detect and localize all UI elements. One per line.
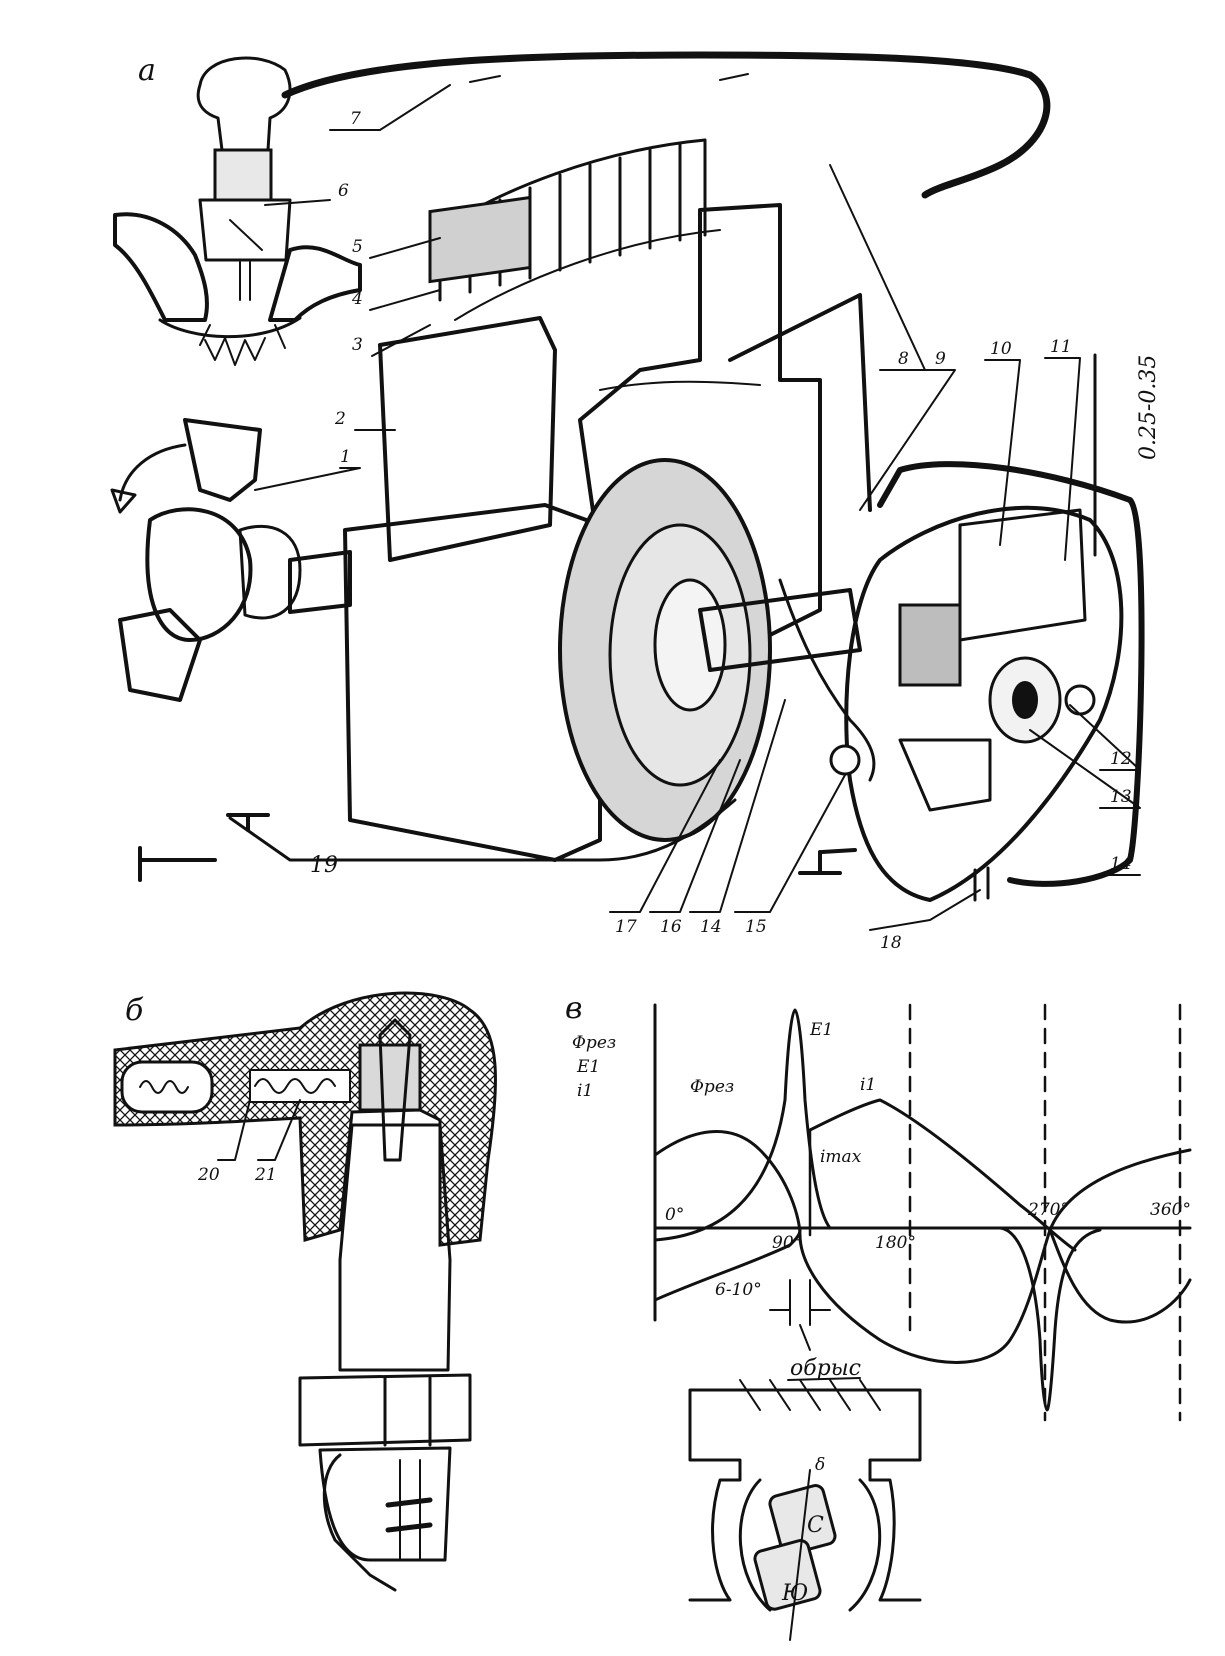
low-tension-wire bbox=[728, 293, 872, 512]
curve-e-label: E1 bbox=[809, 1020, 833, 1040]
callout-2: 2 bbox=[334, 409, 346, 429]
callout-leaders bbox=[254, 84, 1141, 931]
y-label-e: E1 bbox=[576, 1057, 600, 1077]
spring-coils bbox=[254, 1078, 336, 1094]
drive-coupling bbox=[110, 418, 262, 702]
flywheel bbox=[558, 458, 772, 842]
callout-16: 16 bbox=[660, 917, 682, 937]
rotor-sketch bbox=[688, 1379, 922, 1641]
curve-e-negative-spike bbox=[998, 1226, 1102, 1412]
callout-20: 20 bbox=[197, 1165, 220, 1185]
callout-13: 13 bbox=[1110, 787, 1132, 807]
callout-1: 1 bbox=[340, 447, 351, 467]
gap-dimension-label: 0.25-0.35 bbox=[1136, 355, 1161, 460]
angle-270: 270° bbox=[1027, 1200, 1069, 1220]
panel-v-letter: в bbox=[565, 991, 582, 1026]
panel-b-letter: б bbox=[125, 993, 144, 1028]
advance-label: 6-10° bbox=[715, 1280, 762, 1300]
wire-arrows bbox=[469, 73, 749, 83]
curve-phi-tail bbox=[653, 1228, 802, 1302]
callout-9: 9 bbox=[935, 349, 946, 369]
callout-21-leader bbox=[257, 1099, 301, 1161]
advance-marker bbox=[769, 1279, 831, 1326]
callout-11: 11 bbox=[1050, 337, 1072, 357]
angle-360: 360° bbox=[1150, 1200, 1191, 1220]
panel-a: а bbox=[110, 51, 1161, 953]
callout-14-right: 14 bbox=[1110, 854, 1132, 874]
angle-180: 180° bbox=[875, 1233, 916, 1253]
callout-3: 3 bbox=[352, 335, 363, 355]
curve-i-label: i1 bbox=[860, 1075, 876, 1095]
callout-15: 15 bbox=[745, 917, 767, 937]
callout-18: 18 bbox=[880, 933, 902, 953]
panel-v: в Φрез E1 i1 Φрез E1 i1 imax 0° 90° 180°… bbox=[565, 991, 1192, 1641]
imax-label: imax bbox=[820, 1147, 862, 1167]
terminal-nut bbox=[358, 1043, 422, 1112]
break-label: обрыс bbox=[790, 1356, 861, 1381]
ground-symbols bbox=[138, 798, 857, 882]
curve-phi-right bbox=[1048, 1228, 1192, 1324]
curve-phi bbox=[653, 1130, 1192, 1364]
break-leader bbox=[799, 1324, 811, 1351]
angle-90: 90° bbox=[772, 1233, 802, 1253]
callout-4: 4 bbox=[351, 289, 363, 309]
curve-i bbox=[808, 1098, 1077, 1252]
cable-wire-strands bbox=[139, 1080, 189, 1094]
ground-wire bbox=[778, 578, 876, 782]
callout-17: 17 bbox=[615, 917, 637, 937]
high-voltage-wire bbox=[281, 51, 1051, 199]
angle-0: 0° bbox=[665, 1205, 684, 1225]
callout-12: 12 bbox=[1110, 749, 1132, 769]
panel-a-letter: а bbox=[138, 53, 156, 88]
panel-b: б 20 21 bbox=[113, 991, 497, 1592]
spark-plug-section bbox=[298, 1123, 472, 1592]
callout-8: 8 bbox=[898, 349, 909, 369]
callout-19: 19 bbox=[310, 853, 338, 878]
spark-plug-cap-top bbox=[113, 56, 362, 366]
core-block bbox=[343, 195, 822, 862]
callout-21: 21 bbox=[254, 1165, 277, 1185]
spring-contact bbox=[249, 1069, 351, 1103]
curve-phi-label: Φрез bbox=[690, 1077, 734, 1097]
callout-6: 6 bbox=[338, 181, 349, 201]
y-label-phi: Φрез bbox=[572, 1033, 616, 1053]
callout-14-bottom: 14 bbox=[700, 917, 722, 937]
cable-core bbox=[120, 1060, 214, 1114]
y-label-i: i1 bbox=[577, 1081, 593, 1101]
breaker-assembly bbox=[829, 505, 1124, 902]
callout-5: 5 bbox=[352, 237, 363, 257]
shaft bbox=[238, 524, 862, 672]
rubber-cap bbox=[113, 991, 497, 1247]
air-gap-label: δ bbox=[815, 1455, 825, 1475]
rotor-pole-s: С bbox=[807, 1513, 824, 1538]
rotor-pole-n: Ю bbox=[781, 1581, 808, 1606]
callout-10: 10 bbox=[990, 339, 1012, 359]
callout-20-leader bbox=[217, 1099, 251, 1161]
terminal-pin bbox=[378, 1018, 412, 1162]
callout-7: 7 bbox=[350, 109, 361, 129]
curve-e-spike bbox=[653, 1008, 832, 1242]
